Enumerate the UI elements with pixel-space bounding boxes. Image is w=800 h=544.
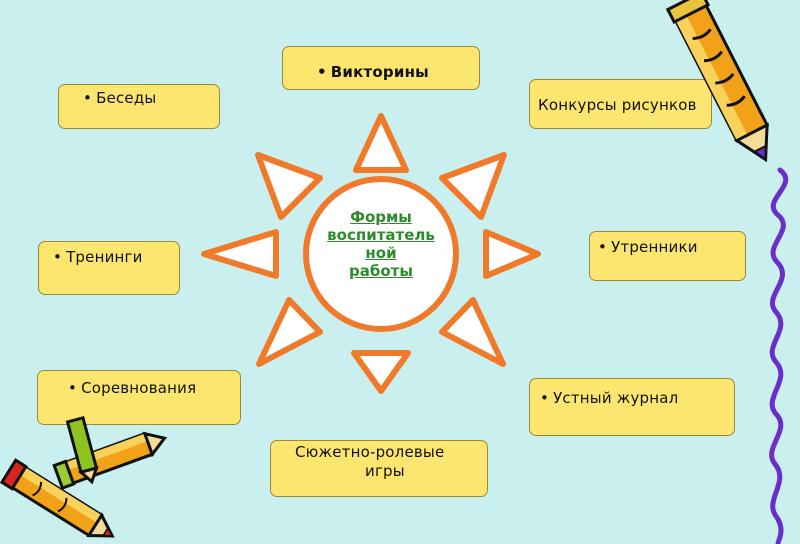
center-line-4: работы <box>349 262 413 280</box>
box-ustny-label: Устный журнал <box>540 389 678 407</box>
box-syuzhetno-rolevye: Сюжетно-ролевые игры <box>270 440 488 497</box>
sun-center <box>303 176 459 332</box>
center-line-2: воспитатель <box>327 226 435 244</box>
box-besedy: Беседы <box>58 84 220 129</box>
sun-ray-bottom-right <box>439 297 506 367</box>
box-syuzhet-line2: игры <box>365 462 405 480</box>
center-line-1: Формы <box>350 208 412 226</box>
box-konkursy-label: Конкурсы рисунков <box>538 96 697 114</box>
center-line-3: ной <box>365 244 397 262</box>
box-sorevnovaniya-label: Соревнования <box>68 379 196 397</box>
box-viktoriny-label: Викторины <box>317 63 429 81</box>
sun-ray-right <box>483 229 541 279</box>
box-utrenniki-label: Утренники <box>598 238 698 256</box>
sun-ray-bottom-left <box>256 297 323 367</box>
box-utrenniki: Утренники <box>589 231 746 281</box>
box-syuzhet-line1: Сюжетно-ролевые <box>295 443 445 461</box>
box-treningi: Тренинги <box>38 241 180 295</box>
sun-ray-top-right <box>439 152 507 220</box>
box-treningi-label: Тренинги <box>53 248 143 266</box>
sun-ray-bottom <box>351 350 411 394</box>
sun-ray-left <box>201 229 279 279</box>
box-konkursy: Конкурсы рисунков <box>529 79 712 129</box>
box-sorevnovaniya: Соревнования <box>37 370 241 425</box>
sun-ray-top-left <box>255 152 323 220</box>
box-besedy-label: Беседы <box>83 89 156 107</box>
sun-ray-top <box>353 113 409 173</box>
center-label: Формы воспитатель ной работы <box>306 208 456 280</box>
box-viktoriny: Викторины <box>282 46 480 90</box>
box-ustny-zhurnal: Устный журнал <box>529 378 735 436</box>
